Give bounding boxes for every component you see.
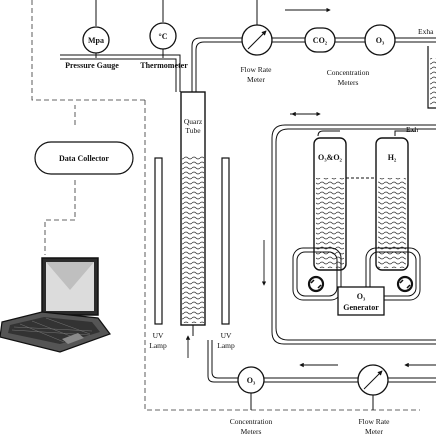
uv-lamp-right-label-2: Lamp bbox=[217, 341, 235, 350]
generator-label-2: Generator bbox=[343, 303, 379, 312]
uv-lamp-right-label-1: UV bbox=[221, 331, 232, 340]
bottom-o3-meter: O₃ Concentration Meters bbox=[230, 366, 273, 436]
top-flow-meter-label-2: Meter bbox=[247, 75, 265, 84]
pressure-gauge: Mpa Pressure Gauge bbox=[65, 0, 119, 70]
top-flow-rate-meter: Flow Rate Meter bbox=[240, 0, 273, 84]
bottom-conc-label-2: Meters bbox=[241, 427, 262, 436]
o3-o2-cell: O₃&O₂ bbox=[313, 137, 347, 271]
top-conc-label-1: Concentration bbox=[327, 68, 370, 77]
circulation-loops bbox=[292, 247, 421, 301]
ozone-generator: O₃ Generator bbox=[337, 286, 385, 316]
dashed-boundary bbox=[31, 0, 420, 411]
pump-right-icon bbox=[396, 275, 414, 293]
bottom-o3-symbol: O₃ bbox=[247, 376, 256, 385]
top-flow-meter-label-1: Flow Rate bbox=[240, 65, 272, 74]
quartz-tube-label-1: Quarz bbox=[184, 117, 203, 126]
quartz-tube-label-2: Tube bbox=[185, 126, 201, 135]
bottom-flow-label-2: Meter bbox=[365, 427, 383, 436]
top-o3-meter: O₃ bbox=[364, 24, 396, 56]
top-right-bottle bbox=[427, 46, 436, 109]
uv-lamp-left-label-1: UV bbox=[153, 331, 164, 340]
uv-lamp-right: UV Lamp bbox=[217, 157, 235, 350]
thermometer-label: Thermometer bbox=[140, 61, 188, 70]
bottom-conc-label-1: Concentration bbox=[230, 417, 273, 426]
h2-cell-label: H₂ bbox=[388, 153, 397, 162]
uv-lamp-left-label-2: Lamp bbox=[149, 341, 167, 350]
quartz-tube: Quarz Tube bbox=[180, 91, 206, 336]
co2-symbol: CO₂ bbox=[313, 36, 328, 45]
generator-loop-pipes bbox=[271, 124, 436, 345]
thermometer: °C Thermometer bbox=[140, 0, 188, 70]
pressure-gauge-label: Pressure Gauge bbox=[65, 61, 119, 70]
generator-label-1: O₃ bbox=[357, 292, 366, 301]
o3-o2-cell-label: O₃&O₂ bbox=[318, 153, 343, 162]
top-exhaust-label: Exha bbox=[418, 27, 434, 36]
data-collector-label: Data Collector bbox=[59, 154, 109, 163]
top-o3-symbol: O₃ bbox=[376, 36, 385, 45]
top-co2-meter: CO₂ bbox=[304, 27, 336, 53]
h2-cell: H₂ bbox=[375, 137, 409, 271]
data-collector: Data Collector bbox=[34, 141, 134, 175]
uv-lamp-left: UV Lamp bbox=[149, 157, 167, 350]
pump-left-icon bbox=[307, 275, 325, 293]
thermometer-symbol: °C bbox=[159, 32, 168, 41]
laptop-icon bbox=[0, 257, 111, 353]
top-pipes bbox=[60, 37, 436, 92]
generator-exhaust-label: Exh bbox=[406, 125, 418, 134]
top-conc-label-2: Meters bbox=[338, 78, 359, 87]
bottom-flow-rate-meter: Flow Rate Meter bbox=[357, 364, 390, 436]
bottom-pipes bbox=[207, 340, 436, 383]
bottom-flow-label-1: Flow Rate bbox=[358, 417, 390, 426]
pressure-gauge-symbol: Mpa bbox=[88, 36, 104, 45]
